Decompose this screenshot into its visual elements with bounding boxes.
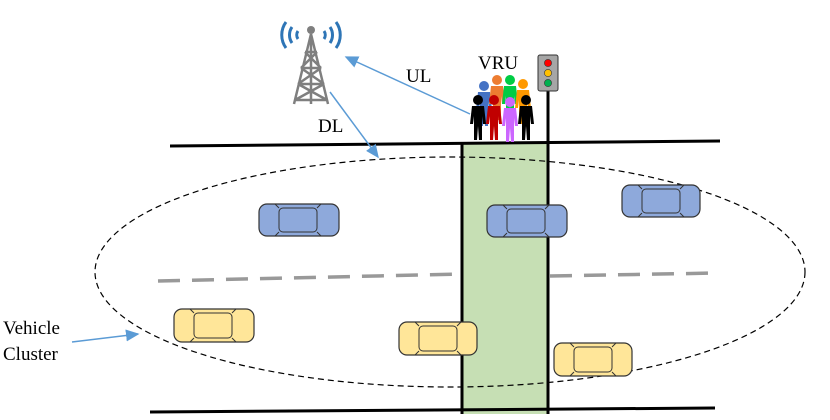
pedestrian-figure [470,95,486,140]
vehicle-cluster-label-line2: Cluster [3,344,59,365]
uplink-arrow [344,56,471,115]
car-blue-2 [486,204,568,238]
car-blue-1 [258,203,340,237]
traffic-light-icon [537,54,559,142]
car-yellow-1 [173,308,255,343]
lane-divider-right [549,271,719,278]
vehicle-cluster-label-line1: Vehicle [3,318,60,339]
road-edge-bottom [149,406,716,414]
downlink-arrow [329,91,379,159]
cluster-pointer-arrow [71,329,140,343]
car-yellow-2 [398,321,478,356]
cell-tower-icon [280,21,342,105]
car-yellow-3 [553,342,633,377]
pedestrian-group-icon [470,75,534,142]
pedestrian-figure [502,97,518,142]
uplink-label: UL [406,66,431,87]
downlink-label: DL [318,116,343,137]
crosswalk-zone [462,142,548,414]
road-edge-top [169,139,721,148]
pedestrian-figure [518,95,534,140]
car-blue-3 [621,184,701,218]
vehicle-cluster-boundary [94,156,806,388]
vru-label: VRU [478,53,518,74]
pedestrian-figure [486,95,502,140]
lane-divider-left [157,272,463,283]
